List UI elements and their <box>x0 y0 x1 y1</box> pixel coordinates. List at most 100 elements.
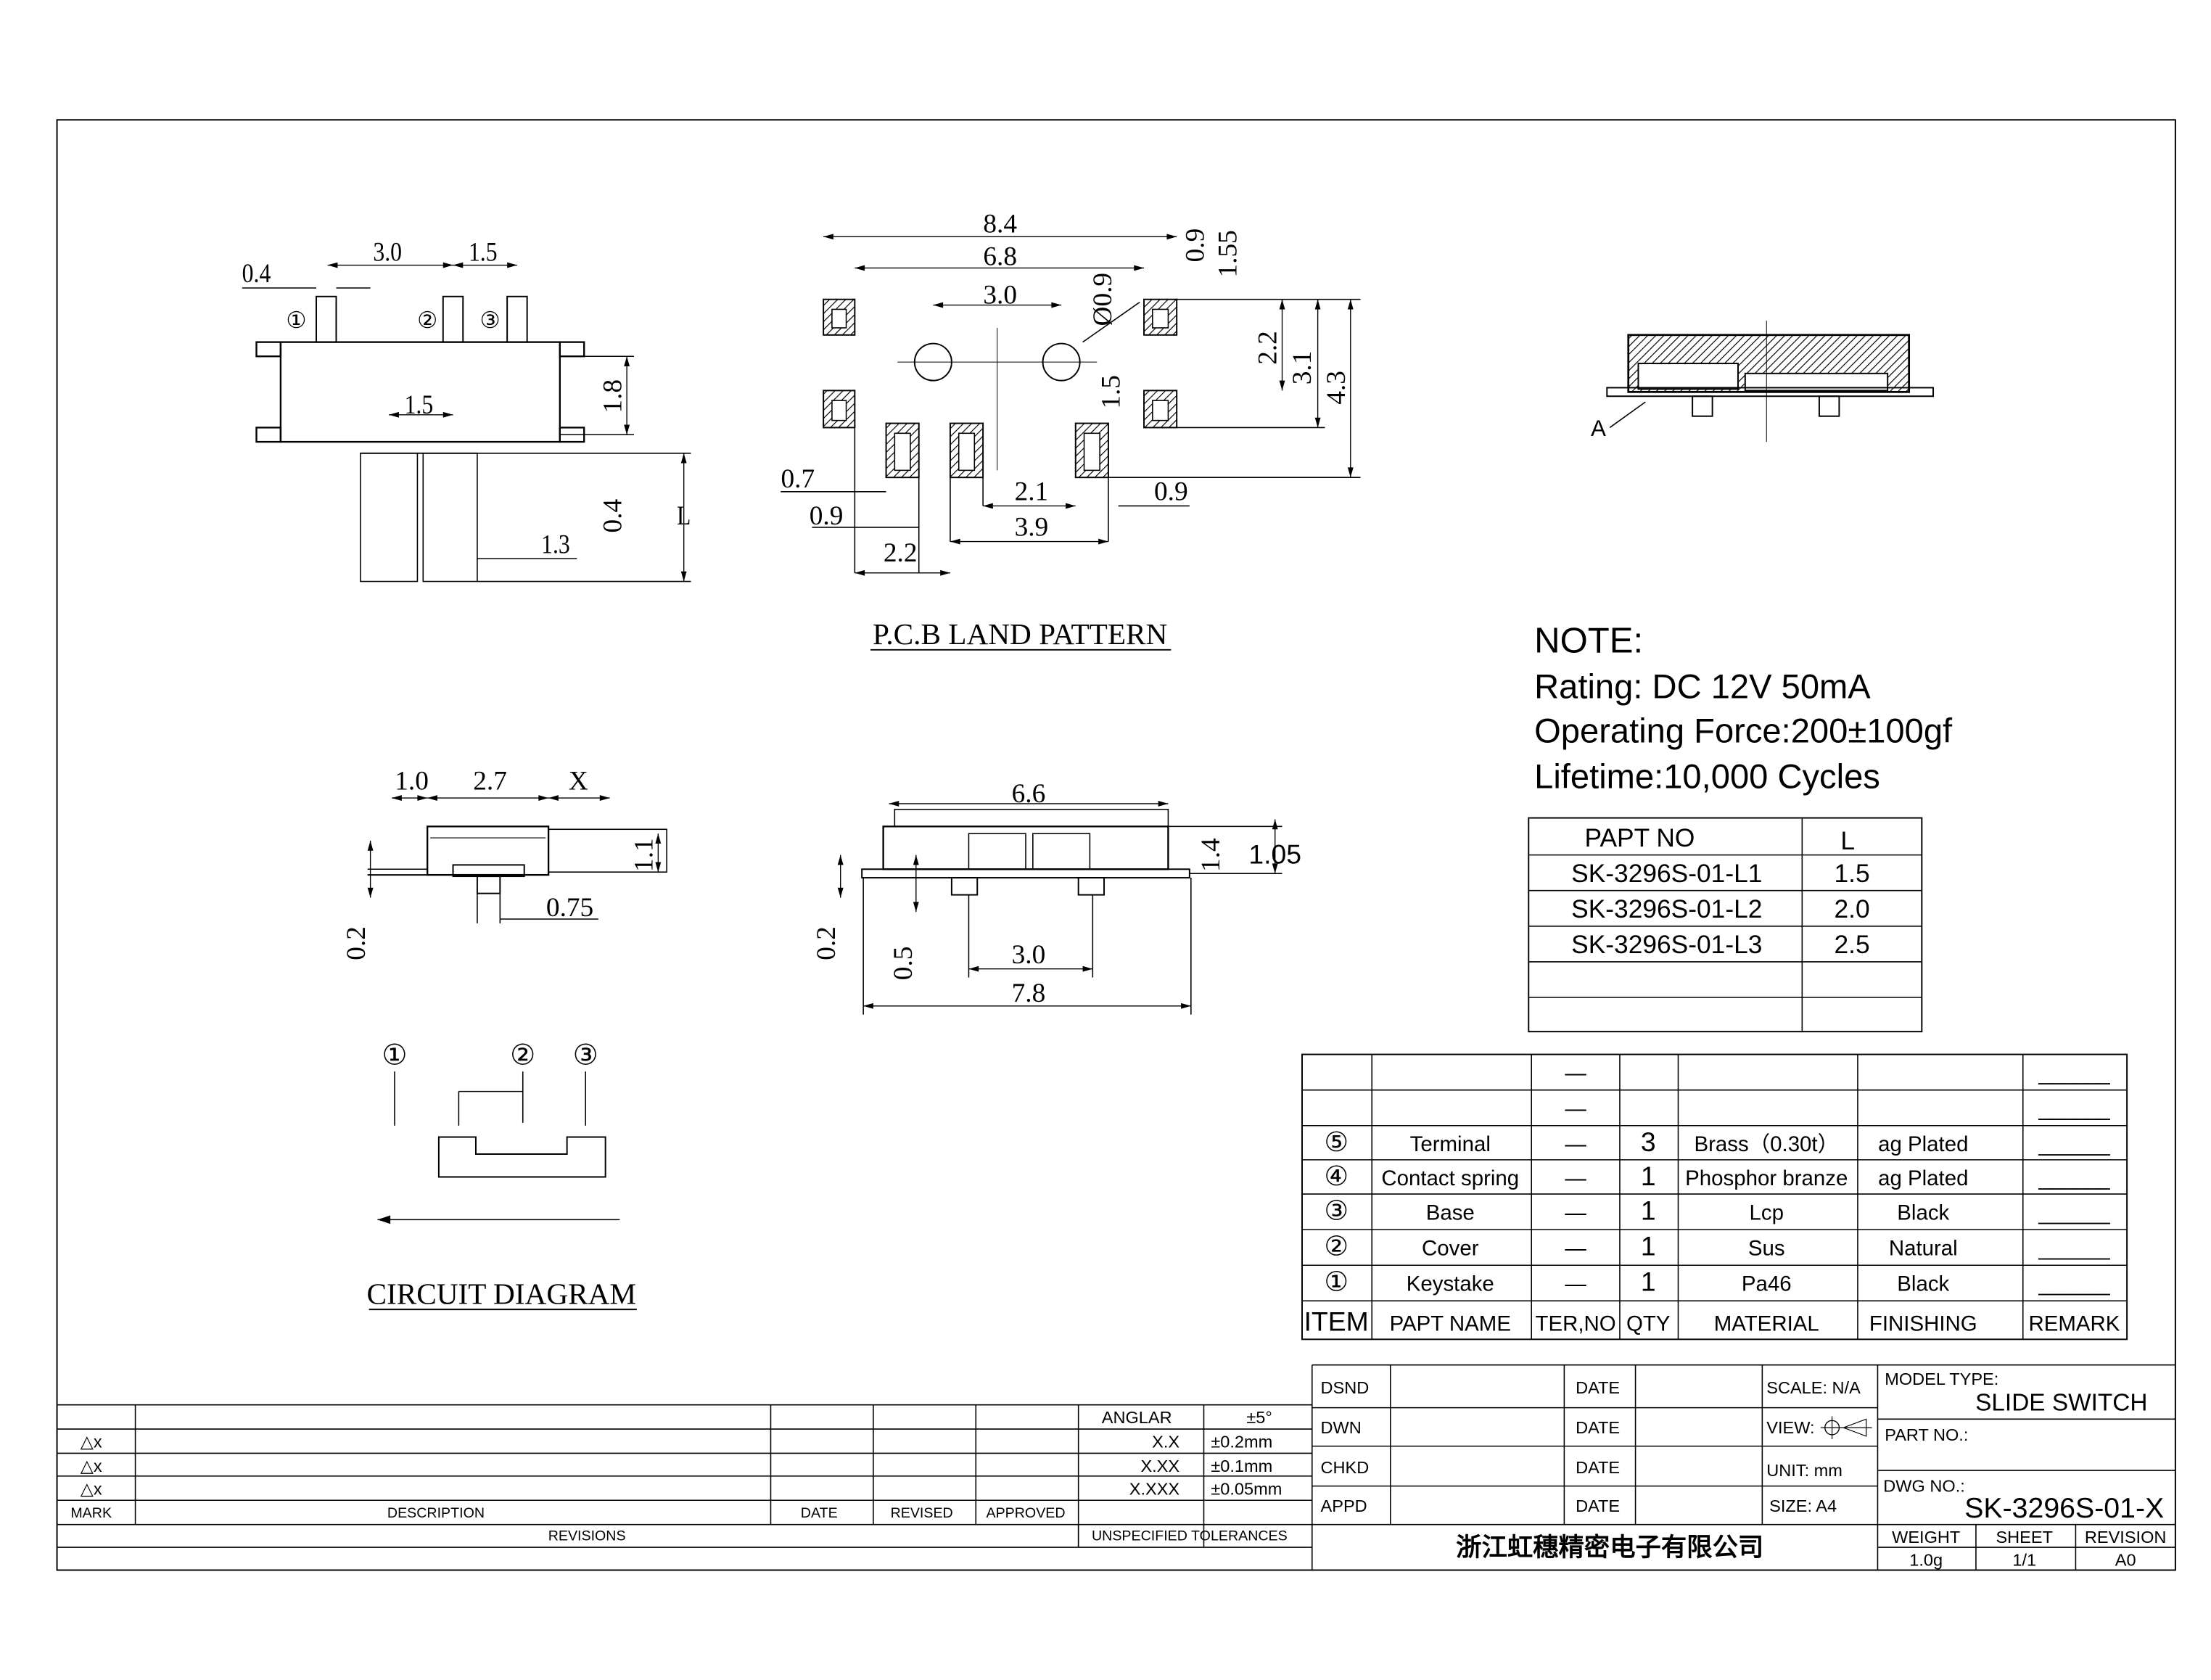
outline <box>861 868 1190 879</box>
dimension-label: 2.7 <box>473 766 507 796</box>
date-label: DATE <box>1576 1496 1620 1515</box>
outline <box>823 298 856 336</box>
finishing: Black <box>1897 1201 1949 1224</box>
part-number: SK-3296S-01-L1 <box>1571 860 1762 888</box>
dimension-label: 0.4 <box>242 259 271 289</box>
outline <box>831 400 847 421</box>
outline <box>894 432 911 472</box>
model-type: SLIDE SWITCH <box>1975 1390 2147 1417</box>
column-header: TER,NO <box>1535 1312 1615 1336</box>
outline <box>476 876 501 894</box>
outline <box>360 453 419 582</box>
section-view: A <box>1591 321 1935 442</box>
outline <box>1152 308 1169 329</box>
quantity: 1 <box>1641 1195 1656 1225</box>
pin-number-3: ③ <box>480 308 501 333</box>
note-line: Lifetime:10,000 Cycles <box>1534 757 1880 795</box>
outline <box>1637 363 1739 390</box>
remark: ______ <box>2038 1061 2110 1085</box>
terminal-number: — <box>1565 1201 1586 1224</box>
view-label: VIEW: <box>1766 1418 1814 1437</box>
finishing: Natural <box>1889 1236 1958 1260</box>
column-header: ITEM <box>1304 1306 1369 1337</box>
sheet: 1/1 <box>2012 1551 2036 1570</box>
column-header: QTY <box>1626 1312 1671 1336</box>
outline <box>1152 400 1169 421</box>
dimension-label: 0.2 <box>812 926 841 960</box>
dimension-label: 0.75 <box>546 893 593 923</box>
outline <box>442 295 464 343</box>
part-name: Contact spring <box>1381 1166 1519 1190</box>
model-type-label: MODEL TYPE: <box>1885 1370 1998 1388</box>
remark: ______ <box>2038 1272 2110 1296</box>
terminal-number: — <box>1565 1166 1586 1190</box>
dimension-label: 3.1 <box>1288 351 1317 385</box>
unit: UNIT: mm <box>1766 1461 1842 1480</box>
dimension-label: 2.2 <box>884 538 918 568</box>
dimension-label: 3.0 <box>373 237 402 267</box>
outline <box>1818 395 1840 417</box>
outline <box>1606 387 1935 398</box>
pin-number-2: ② <box>417 308 437 333</box>
role-label: APPD <box>1321 1496 1367 1515</box>
outline <box>958 432 976 472</box>
terminal-number: — <box>1565 1272 1586 1296</box>
finishing: Black <box>1897 1272 1949 1296</box>
outline <box>831 308 847 329</box>
tolerances-label: UNSPECIFIED TOLERANCES <box>1092 1528 1288 1544</box>
arrowhead <box>1279 299 1285 391</box>
outline <box>506 295 528 343</box>
outline <box>255 427 282 443</box>
role-label: CHKD <box>1321 1458 1370 1477</box>
material: Sus <box>1748 1236 1785 1260</box>
outline <box>968 833 1026 870</box>
column-header: REMARK <box>2028 1312 2120 1336</box>
revision-mark: △x <box>81 1457 102 1475</box>
dimension-label: 1.4 <box>1196 838 1226 872</box>
outline <box>255 341 282 358</box>
column-header: L <box>1840 827 1855 855</box>
column-header: REVISED <box>891 1505 953 1521</box>
dimension-label: 4.3 <box>1322 371 1351 405</box>
section-callout: A <box>1591 416 1606 441</box>
arrowhead <box>837 855 844 898</box>
dimension-label: 0.4 <box>598 499 627 533</box>
dimension-label: 1.3 <box>541 530 570 559</box>
revisions-block: ANGLAR±5°X.X±0.2mmX.XX±0.1mmX.XXX±0.05mm… <box>57 1404 1312 1571</box>
tolerance-value: ±5° <box>1246 1408 1272 1427</box>
arrowhead <box>655 833 662 873</box>
dimension-label: 3.0 <box>983 281 1017 310</box>
dimension-label: 0.9 <box>1154 477 1188 507</box>
part-name: Keystake <box>1407 1272 1494 1296</box>
date-label: DATE <box>1576 1418 1620 1437</box>
dimension-label: 6.6 <box>1012 779 1046 809</box>
column-header: MARK <box>70 1505 112 1521</box>
column-header: APPROVED <box>986 1505 1065 1521</box>
dimension-label: 1.05 <box>1248 839 1301 869</box>
quantity: 3 <box>1641 1127 1656 1157</box>
column-header: MATERIAL <box>1714 1312 1819 1336</box>
finishing: ag Plated <box>1878 1166 1968 1190</box>
note-heading: NOTE: <box>1534 622 1643 661</box>
outline <box>1744 372 1889 392</box>
column-header: DATE <box>801 1505 838 1521</box>
dimension-label: 6.8 <box>983 242 1017 272</box>
material: Phosphor branze <box>1685 1166 1848 1190</box>
dimension-label: 1.1 <box>629 838 659 872</box>
part-no-label: PART NO.: <box>1885 1425 1968 1444</box>
dimension-label: L <box>677 501 691 531</box>
remark: ______ <box>2038 1166 2110 1190</box>
slide-direction-arrow <box>377 1215 391 1224</box>
column-header: FINISHING <box>1869 1312 1977 1336</box>
outline <box>548 828 667 873</box>
tolerance-value: ±0.2mm <box>1211 1433 1272 1452</box>
item-number: ① <box>1324 1267 1348 1297</box>
arrowhead <box>392 795 428 801</box>
dimension-label: 0.2 <box>342 926 371 960</box>
part-name: Base <box>1426 1201 1475 1224</box>
dimension-label: 8.4 <box>983 209 1017 239</box>
terminal-number: — <box>1565 1097 1586 1121</box>
